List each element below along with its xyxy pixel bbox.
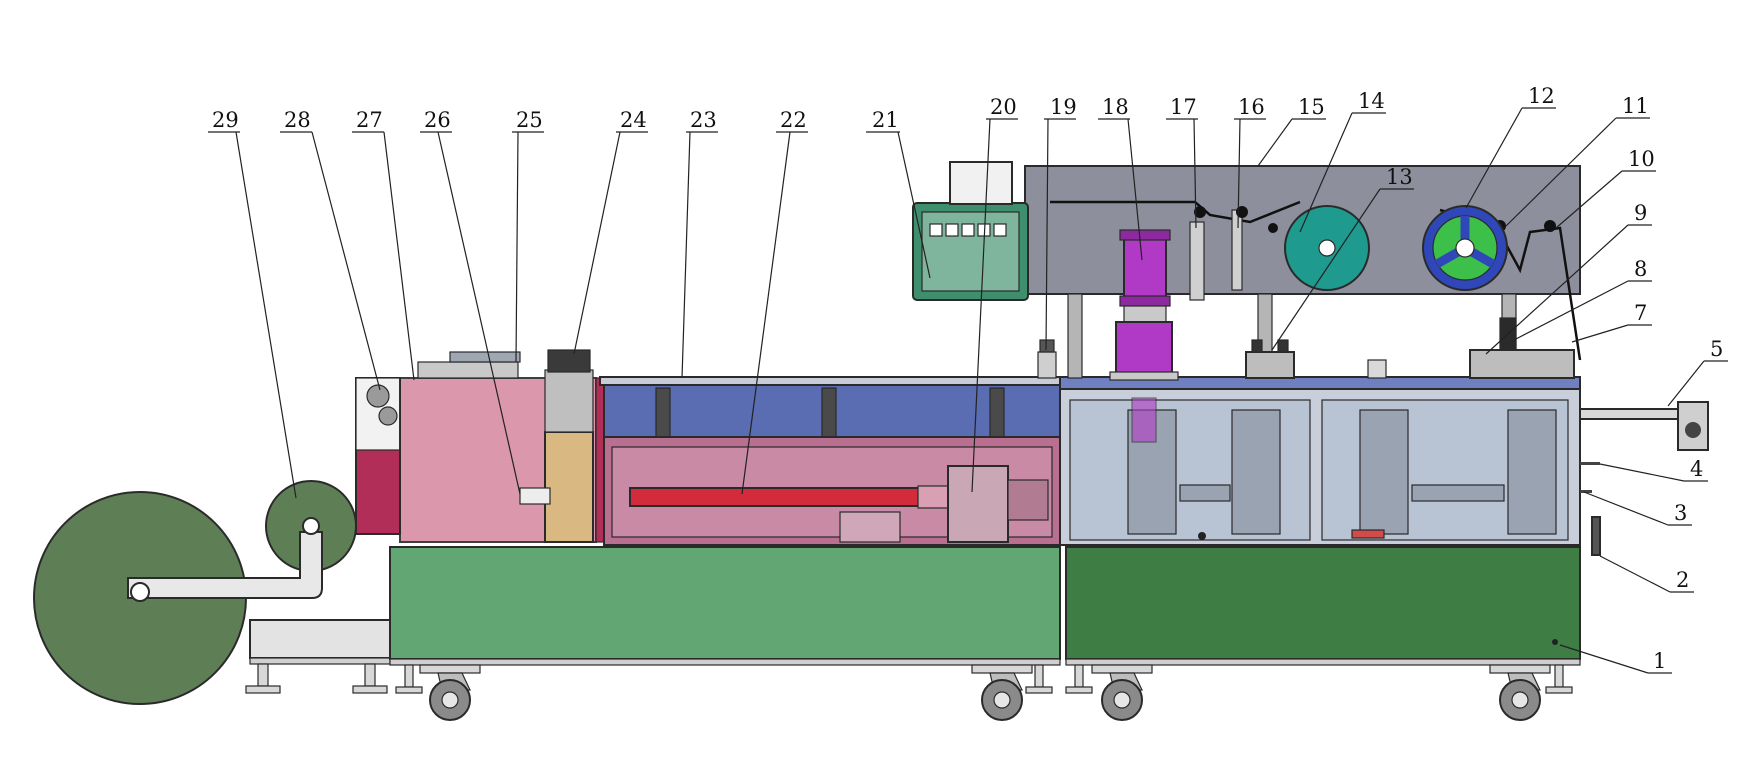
callout-number: 22 xyxy=(780,108,807,132)
callout-3: 3 xyxy=(1583,491,1692,526)
caster xyxy=(971,664,1033,721)
callout-number: 8 xyxy=(1634,257,1647,281)
upper-panel xyxy=(1024,165,1582,379)
callout-number: 26 xyxy=(424,108,451,132)
control-box xyxy=(912,161,1029,301)
callout-7: 7 xyxy=(1571,301,1652,343)
sealing-press xyxy=(1109,229,1179,443)
callout-10: 10 xyxy=(1555,147,1656,229)
callout-number: 9 xyxy=(1634,201,1647,225)
callout-28: 28 xyxy=(280,108,381,391)
unwind-base xyxy=(249,619,391,659)
callout-29: 29 xyxy=(208,108,297,499)
callout-20: 20 xyxy=(971,95,1018,493)
forming-section xyxy=(355,349,609,543)
callout-number: 4 xyxy=(1690,457,1703,481)
callout-number: 14 xyxy=(1358,89,1385,113)
callout-number: 25 xyxy=(516,108,543,132)
callout-26: 26 xyxy=(420,108,521,495)
callout-23: 23 xyxy=(681,108,718,379)
panel-post xyxy=(1067,293,1083,379)
callout-number: 17 xyxy=(1170,95,1197,119)
callout-5: 5 xyxy=(1667,337,1728,407)
callout-number: 1 xyxy=(1653,649,1666,673)
right-cabinet xyxy=(1065,546,1581,666)
callout-1: 1 xyxy=(1559,644,1672,674)
callout-number: 3 xyxy=(1674,501,1687,525)
top-devices xyxy=(1037,317,1575,379)
callout-number: 20 xyxy=(990,95,1017,119)
drive-section xyxy=(599,376,1061,546)
callout-21: 21 xyxy=(866,108,931,279)
callout-number: 29 xyxy=(212,108,239,132)
callout-number: 5 xyxy=(1710,337,1723,361)
callout-17: 17 xyxy=(1166,95,1198,229)
callout-25: 25 xyxy=(512,108,544,363)
callout-16: 16 xyxy=(1234,95,1266,229)
drive-motor xyxy=(947,465,1009,543)
caster xyxy=(1489,664,1551,721)
callout-14: 14 xyxy=(1299,89,1386,233)
printing-film-reel xyxy=(1422,205,1508,291)
caster xyxy=(1091,664,1153,721)
callout-number: 21 xyxy=(872,108,899,132)
levelling-feet xyxy=(395,664,1573,694)
callout-number: 12 xyxy=(1528,84,1555,108)
unwind-arm xyxy=(127,531,323,599)
guide-rollers xyxy=(1189,206,1556,301)
roll-hub-small xyxy=(302,517,320,535)
left-cabinet-body xyxy=(389,546,1061,660)
callout-number: 11 xyxy=(1622,94,1649,118)
discharge-unit xyxy=(1579,401,1709,556)
callout-8: 8 xyxy=(1513,257,1652,341)
press-cylinder xyxy=(1123,235,1167,303)
left-cabinet xyxy=(389,546,1061,666)
callout-15: 15 xyxy=(1257,95,1326,167)
discharge-arm xyxy=(1579,408,1681,420)
casters xyxy=(395,664,1573,721)
callout-4: 4 xyxy=(1599,457,1708,482)
callout-number: 27 xyxy=(356,108,383,132)
callout-13: 13 xyxy=(1271,165,1414,351)
indicator-lamp xyxy=(949,161,1013,205)
traction-rod xyxy=(629,487,921,507)
guide-rail-top xyxy=(599,376,1061,386)
callout-number: 7 xyxy=(1634,301,1647,325)
callout-number: 16 xyxy=(1238,95,1265,119)
callout-number: 28 xyxy=(284,108,311,132)
callout-22: 22 xyxy=(741,108,808,495)
callout-11: 11 xyxy=(1505,94,1650,227)
callout-27: 27 xyxy=(352,108,415,381)
forming-station xyxy=(544,431,594,543)
roll-hub-left xyxy=(130,582,150,602)
callout-number: 18 xyxy=(1102,95,1129,119)
callout-number: 10 xyxy=(1628,147,1655,171)
levelling-feet-left xyxy=(245,663,388,694)
callout-9: 9 xyxy=(1485,201,1652,355)
callout-number: 13 xyxy=(1386,165,1413,189)
callout-number: 15 xyxy=(1298,95,1325,119)
callout-number: 24 xyxy=(620,108,647,132)
callout-number: 23 xyxy=(690,108,717,132)
callouts: 1 2 3 4 5 7 8 xyxy=(208,84,1728,674)
callout-2: 2 xyxy=(1599,555,1694,593)
handwheel xyxy=(1591,516,1601,556)
press-body xyxy=(1115,321,1173,375)
machine-drawing xyxy=(33,161,1709,721)
right-cabinet-body xyxy=(1065,546,1581,660)
caster xyxy=(419,664,481,721)
callout-18: 18 xyxy=(1098,95,1143,261)
callout-number: 19 xyxy=(1050,95,1077,119)
sensor-13 xyxy=(1245,351,1295,379)
callout-number: 2 xyxy=(1676,568,1689,592)
film-unwind-unit xyxy=(33,480,391,705)
callout-12: 12 xyxy=(1465,84,1556,209)
callout-24: 24 xyxy=(573,108,648,355)
sealing-section xyxy=(1059,376,1581,546)
callout-19: 19 xyxy=(1044,95,1077,351)
